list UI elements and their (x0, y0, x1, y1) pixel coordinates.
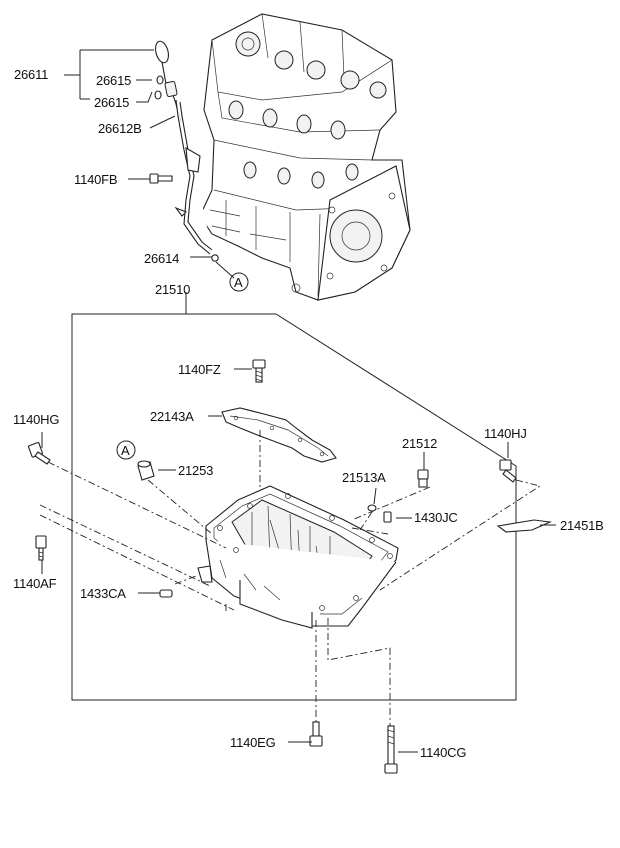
label-26611[interactable]: 26611 (14, 67, 48, 82)
bolt-1140hg-icon (27, 442, 51, 465)
label-26614[interactable]: 26614 (144, 251, 179, 266)
label-1140FB[interactable]: 1140FB (74, 172, 118, 187)
leader-lines-lower (41, 368, 556, 753)
label-22143A[interactable]: 22143A (150, 409, 194, 424)
gasket-22143a-illustration (221, 407, 337, 463)
bolt-1140hj-icon (499, 459, 517, 483)
label-1140CG[interactable]: 1140CG (420, 745, 467, 760)
label-21510[interactable]: 21510 (155, 282, 190, 297)
label-1140HG[interactable]: 1140HG (13, 412, 60, 427)
part-number-labels: 26611 26615 26615 26612B 1140FB 26614 A … (13, 67, 604, 760)
label-21451B[interactable]: 21451B (560, 518, 604, 533)
label-26612B[interactable]: 26612B (98, 121, 142, 136)
label-1140HJ[interactable]: 1140HJ (484, 426, 527, 441)
label-1140EG[interactable]: 1140EG (230, 735, 276, 750)
pin-1433ca-icon (159, 589, 173, 598)
reference-marker-a-lower[interactable] (116, 440, 136, 460)
label-21253[interactable]: 21253 (178, 463, 213, 478)
label-21512[interactable]: 21512 (402, 436, 437, 451)
group-frame-21510 (71, 313, 517, 701)
oil-pan-illustration (197, 485, 399, 629)
assembly-lines (39, 430, 542, 726)
label-26615-lower[interactable]: 26615 (94, 95, 129, 110)
pin-1430jc-icon (383, 511, 392, 523)
reference-marker-a-upper-label: A (234, 275, 243, 290)
dipstick-assembly (149, 40, 219, 262)
washer-21513a-icon (367, 504, 377, 512)
engine-block-illustration (199, 13, 411, 301)
label-1433CA[interactable]: 1433CA (80, 586, 127, 601)
bolt-1140af-icon (35, 535, 47, 561)
fitting-21253-icon (137, 460, 155, 481)
label-21513A[interactable]: 21513A (342, 470, 386, 485)
label-1140AF[interactable]: 1140AF (13, 576, 57, 591)
baffle-21451b-icon (496, 519, 553, 533)
label-1140FZ[interactable]: 1140FZ (178, 362, 221, 377)
bolt-1140cg-icon (384, 725, 398, 774)
bolt-1140fz-icon (252, 359, 266, 383)
label-26615-upper[interactable]: 26615 (96, 73, 131, 88)
leader-lines-upper (64, 49, 235, 279)
label-1430JC[interactable]: 1430JC (414, 510, 458, 525)
reference-marker-a-lower-label: A (121, 443, 130, 458)
drain-plug-21512-icon (417, 469, 429, 488)
reference-marker-a-upper[interactable] (229, 272, 249, 292)
